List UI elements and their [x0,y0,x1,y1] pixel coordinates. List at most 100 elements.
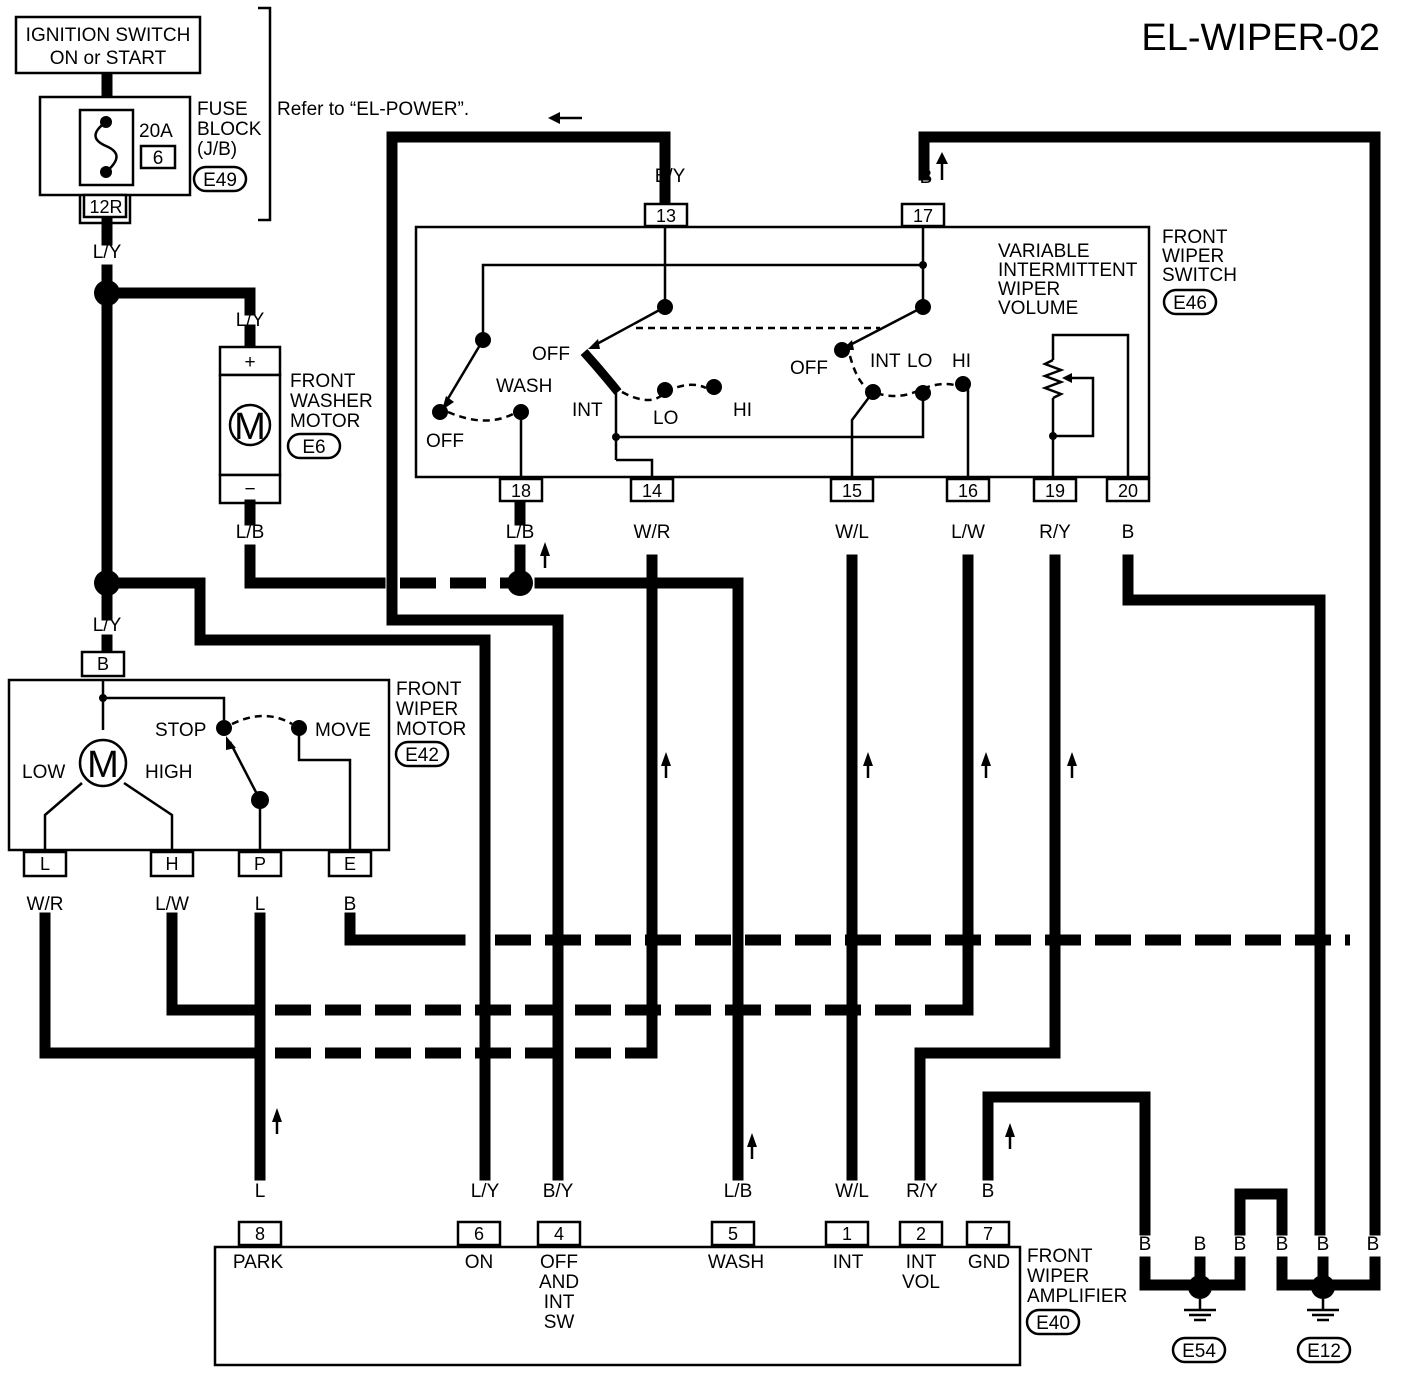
svg-text:L/B: L/B [724,1181,753,1202]
svg-text:+: + [244,352,255,373]
svg-text:19: 19 [1045,481,1065,501]
ground-e12: E12 [1307,1341,1341,1362]
svg-text:14: 14 [642,481,662,501]
svg-text:OFF: OFF [532,344,570,365]
svg-text:B: B [982,1181,995,1202]
svg-text:GND: GND [968,1252,1010,1273]
svg-text:R/Y: R/Y [906,1181,938,1202]
svg-text:FRONT: FRONT [396,679,462,700]
svg-text:E40: E40 [1036,1313,1070,1334]
svg-text:8: 8 [255,1224,265,1244]
fuse-block: 20A 6 12R FUSE BLOCK (J/B) E49 [38,95,262,225]
svg-text:B: B [1367,1234,1380,1255]
svg-text:OFF: OFF [790,358,828,379]
svg-text:SW: SW [544,1312,575,1333]
svg-text:W/L: W/L [835,1181,869,1202]
svg-text:B: B [920,167,933,188]
svg-text:W/L: W/L [835,522,869,543]
svg-text:B: B [1122,522,1135,543]
svg-text:VARIABLE: VARIABLE [998,241,1090,262]
front-wiper-amplifier: 8 6 4 5 1 2 7 PARK ON OFF AND INT SW WAS… [213,1220,1127,1367]
svg-text:LOW: LOW [22,762,65,783]
svg-text:−: − [244,479,255,500]
svg-text:B/Y: B/Y [655,166,686,187]
svg-text:7: 7 [983,1224,993,1244]
svg-text:L/Y: L/Y [471,1181,500,1202]
svg-text:FRONT: FRONT [1027,1246,1093,1267]
flow-arrows [272,542,1077,1159]
svg-text:B/Y: B/Y [543,1181,574,1202]
svg-text:VOLUME: VOLUME [998,298,1078,319]
svg-text:L: L [255,894,266,915]
svg-text:VOL: VOL [902,1272,940,1293]
svg-text:B: B [1317,1234,1330,1255]
svg-text:15: 15 [842,481,862,501]
svg-text:L/Y: L/Y [93,242,122,263]
svg-text:6: 6 [153,148,164,169]
svg-text:1: 1 [842,1224,852,1244]
refer-note: Refer to “EL-POWER”. [277,99,469,120]
svg-text:OFF: OFF [540,1252,578,1273]
svg-text:H: H [166,854,179,874]
svg-text:20A: 20A [139,121,173,142]
svg-text:18: 18 [511,481,531,501]
svg-text:INT: INT [833,1252,864,1273]
svg-text:MOTOR: MOTOR [290,411,360,432]
svg-text:E42: E42 [405,745,439,766]
svg-text:13: 13 [656,206,676,226]
svg-text:HI: HI [733,400,752,421]
svg-text:AMPLIFIER: AMPLIFIER [1027,1286,1127,1307]
svg-text:LO: LO [653,408,678,429]
svg-text:L/W: L/W [155,894,189,915]
svg-text:INTERMITTENT: INTERMITTENT [998,260,1138,281]
svg-text:WASH: WASH [708,1252,764,1273]
fuse-label-1: FUSE [197,99,248,120]
svg-text:WIPER: WIPER [1162,246,1224,267]
fuse-label-3: (J/B) [197,139,237,160]
ground-section: B B B B B B E54 E12 [1139,1188,1381,1364]
svg-text:4: 4 [554,1224,564,1244]
svg-text:B: B [1194,1234,1207,1255]
page-title: EL-WIPER-02 [1141,17,1380,59]
svg-text:B: B [1276,1234,1289,1255]
svg-text:INT: INT [870,351,901,372]
svg-text:B: B [1139,1234,1152,1255]
svg-text:HIGH: HIGH [145,762,193,783]
svg-text:MOTOR: MOTOR [396,719,466,740]
svg-text:2: 2 [916,1224,926,1244]
svg-text:L/W: L/W [951,522,985,543]
svg-text:AND: AND [539,1272,579,1293]
svg-text:L/B: L/B [506,522,535,543]
svg-text:OFF: OFF [426,431,464,452]
svg-text:W/R: W/R [27,894,64,915]
svg-text:M: M [87,744,119,786]
svg-text:WIPER: WIPER [998,279,1060,300]
svg-text:L/B: L/B [236,522,265,543]
fuse-connector: E49 [203,170,237,191]
front-washer-motor: + M − FRONT WASHER MOTOR E6 [218,345,373,505]
svg-text:6: 6 [474,1224,484,1244]
front-wiper-switch: 13 17 OFF WASH OFF INT LO HI [414,202,1237,503]
svg-text:W/R: W/R [634,522,671,543]
svg-text:SWITCH: SWITCH [1162,265,1237,286]
svg-text:12R: 12R [89,197,122,217]
svg-text:LO: LO [907,351,932,372]
fuse-label-2: BLOCK [197,119,262,140]
svg-text:L/Y: L/Y [93,615,122,636]
svg-text:17: 17 [913,206,933,226]
svg-text:20: 20 [1118,481,1138,501]
svg-text:L: L [255,1181,266,1202]
svg-text:HI: HI [952,351,971,372]
svg-text:5: 5 [728,1224,738,1244]
svg-text:FRONT: FRONT [290,371,356,392]
svg-text:B: B [1234,1234,1247,1255]
svg-text:INT: INT [544,1292,575,1313]
svg-text:E: E [344,854,356,874]
svg-text:P: P [254,854,266,874]
svg-text:M: M [234,406,266,448]
svg-text:PARK: PARK [233,1252,284,1273]
svg-text:WASHER: WASHER [290,391,373,412]
svg-text:INT: INT [572,400,603,421]
svg-text:ON: ON [465,1252,494,1273]
